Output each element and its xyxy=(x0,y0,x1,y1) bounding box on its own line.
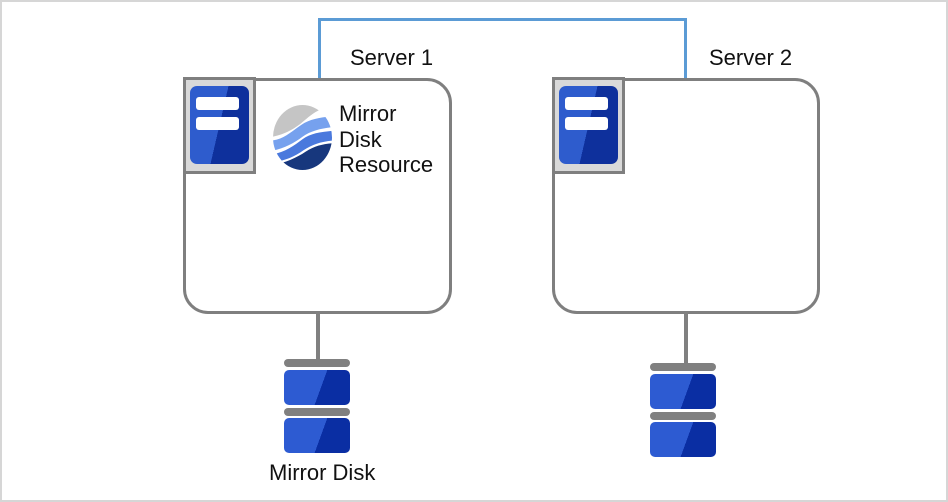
interconnect-line-horizontal xyxy=(318,18,687,21)
server-slot-bar-icon xyxy=(565,97,608,110)
server1-label: Server 1 xyxy=(350,45,434,70)
server-slot-bar-icon xyxy=(196,97,239,110)
disk-cap-icon xyxy=(650,412,716,420)
resource-label-line: Mirror xyxy=(339,101,397,126)
mirror-disk-resource-label: Mirror Disk Resource xyxy=(339,101,439,178)
mirror-disk2-icon xyxy=(650,363,716,458)
disk-cap-icon xyxy=(284,408,350,416)
server-chassis-icon xyxy=(559,86,618,164)
interconnect-line-right-drop xyxy=(684,18,687,78)
disk-platter-icon xyxy=(650,422,716,457)
server-slot-bar-icon xyxy=(196,117,239,130)
server2-label: Server 2 xyxy=(709,45,793,70)
server-chassis-icon xyxy=(190,86,249,164)
disk-platter-icon xyxy=(284,418,350,453)
disk-platter-icon xyxy=(650,374,716,409)
server1-server-icon xyxy=(183,77,256,174)
disk-platter-icon xyxy=(284,370,350,405)
mirror-disk1-icon xyxy=(284,359,350,454)
mirror-disk-label: Mirror Disk xyxy=(269,460,376,485)
disk-cap-icon xyxy=(284,359,350,367)
mirror-disk-resource-icon xyxy=(273,105,332,170)
interconnect-line-left-drop xyxy=(318,18,321,78)
disk-cap-icon xyxy=(650,363,716,371)
server2-disk-link-line xyxy=(684,312,688,364)
server2-server-icon xyxy=(552,77,625,174)
server1-disk-link-line xyxy=(316,312,320,360)
resource-label-line: Disk xyxy=(339,126,382,152)
resource-label-line: Resource xyxy=(339,152,434,177)
server-slot-bar-icon xyxy=(565,117,608,130)
